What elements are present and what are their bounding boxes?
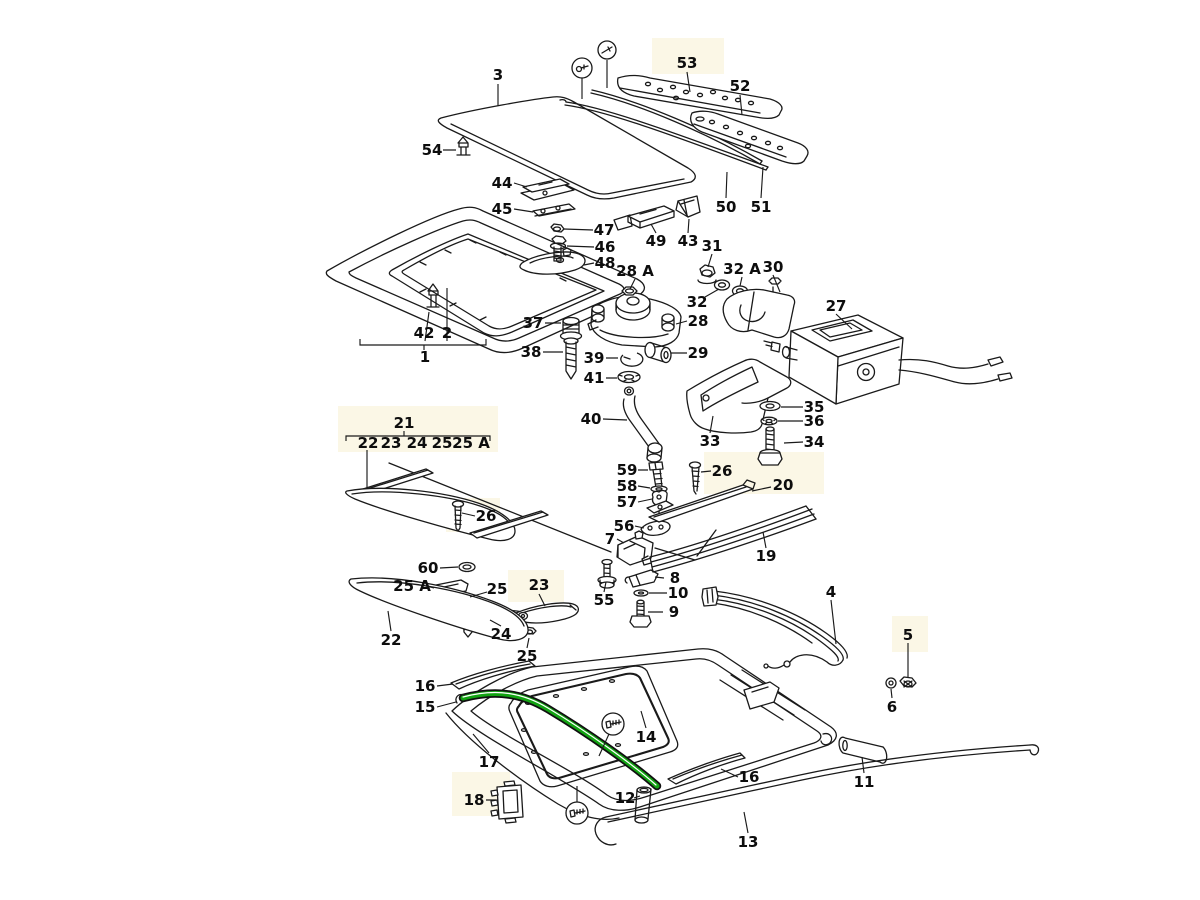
part-17-roof-frame bbox=[445, 648, 837, 820]
group-21-bracket bbox=[345, 431, 491, 489]
part-29-roller bbox=[644, 341, 672, 364]
part-45-plate bbox=[532, 203, 576, 217]
part-9-bolt bbox=[629, 599, 652, 628]
part-52-reinforcement-plate bbox=[689, 110, 809, 165]
part-27-motor bbox=[763, 314, 1013, 405]
part-60-clip bbox=[458, 561, 476, 573]
part-55-screw-grommet bbox=[597, 558, 617, 589]
part-19-slide-rail bbox=[641, 505, 817, 573]
part-32-washer bbox=[713, 279, 731, 291]
part-56-plate bbox=[640, 520, 671, 536]
part-28A-nut bbox=[621, 286, 638, 296]
part-36-lock-washer bbox=[760, 416, 778, 426]
part-31-nut bbox=[697, 264, 717, 285]
part-18-drain-connector bbox=[490, 780, 524, 824]
part-40-crank-arm bbox=[622, 386, 663, 467]
part-37-grommet bbox=[559, 316, 583, 341]
part-21-deflector-rails bbox=[345, 462, 612, 553]
part-44-plate bbox=[520, 178, 575, 201]
part-23-rail bbox=[514, 602, 580, 624]
part-33-guide-plate bbox=[686, 358, 792, 434]
part-46-bolt bbox=[549, 235, 567, 262]
part-3-glass-panel bbox=[437, 96, 696, 200]
part-59-screw bbox=[648, 461, 664, 489]
part-26-screw-right bbox=[688, 461, 702, 495]
part-15-seal-highlighted bbox=[455, 689, 662, 791]
part-14-roof-opening bbox=[508, 665, 679, 788]
part-34-bolt bbox=[757, 426, 783, 466]
part-49-bracket bbox=[613, 205, 675, 231]
part-16-strip-right bbox=[667, 752, 746, 785]
part-16-strip-left bbox=[450, 660, 536, 690]
part-54-clip bbox=[456, 136, 471, 156]
screw-callout-top-right bbox=[597, 40, 617, 60]
leader-lines bbox=[387, 60, 909, 834]
part-8-bracket bbox=[624, 569, 659, 588]
part-50-trim-strip bbox=[559, 98, 769, 171]
screw-callout-top-left bbox=[571, 57, 593, 79]
part-43-corner-bracket bbox=[675, 195, 701, 218]
part-41-washer bbox=[617, 370, 641, 384]
screw-callout-opening bbox=[601, 712, 625, 736]
part-30-bracket bbox=[722, 277, 796, 339]
part-6-washer bbox=[885, 677, 897, 689]
part-51-trim-strip bbox=[590, 89, 763, 165]
part-12-drain-tube bbox=[634, 786, 652, 824]
screw-callout-frame bbox=[565, 801, 589, 825]
part-42-clip bbox=[426, 283, 440, 308]
part-20-guide-rail bbox=[646, 479, 756, 523]
part-35-washer bbox=[759, 400, 781, 412]
part-22-rail-blade bbox=[348, 577, 529, 642]
part-47-nut bbox=[550, 223, 565, 233]
part-26-screw-left bbox=[451, 500, 465, 532]
group-1-bracket bbox=[359, 339, 487, 350]
part-10-washer bbox=[633, 589, 649, 597]
part-38-screw bbox=[563, 337, 579, 380]
part-39-ring bbox=[620, 352, 644, 367]
part-13-trim-molding bbox=[594, 744, 1040, 846]
part-28-drive-unit bbox=[587, 292, 682, 348]
part-4-cable-bow bbox=[701, 586, 848, 669]
part-5-nut bbox=[899, 676, 917, 688]
